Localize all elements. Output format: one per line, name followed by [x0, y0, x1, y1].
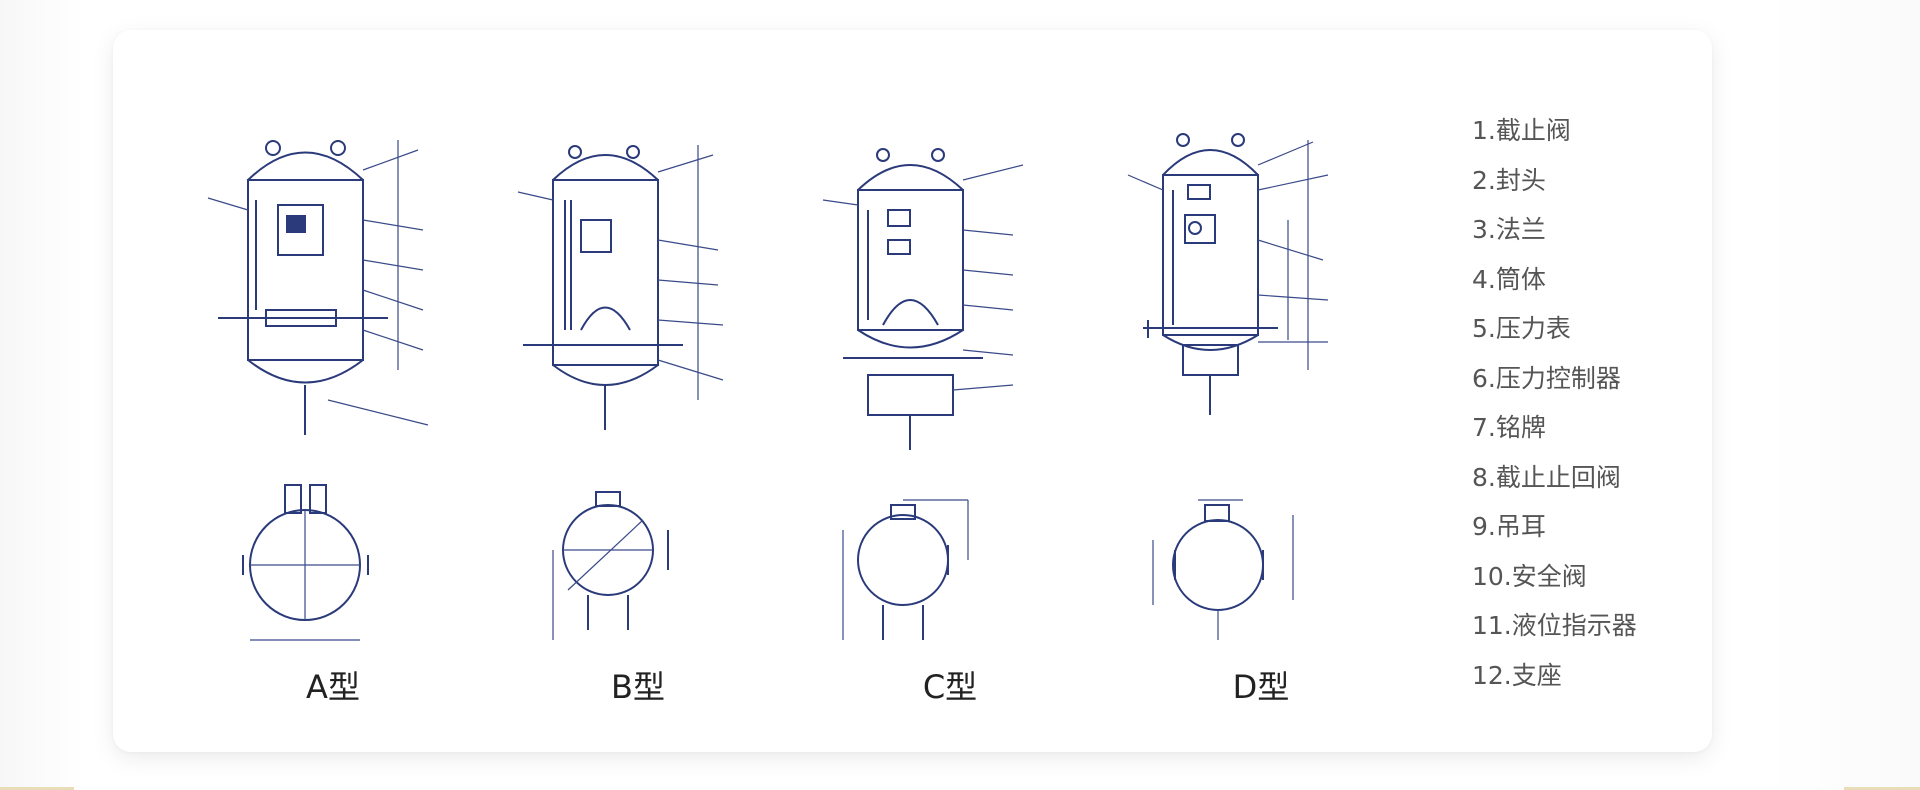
legend-item: 5.压力表 — [1472, 314, 1571, 343]
tank-a-plan — [242, 484, 369, 641]
tank-drawing-c — [803, 80, 1093, 670]
legend-item: 11.液位指示器 — [1472, 611, 1637, 640]
legend-item: 2.封头 — [1472, 165, 1546, 195]
legend-item: 7.铭牌 — [1472, 413, 1546, 442]
tank-drawing-b — [493, 80, 783, 670]
legend-item: 12.支座 — [1472, 660, 1562, 690]
right-margin-band — [1770, 0, 1920, 790]
diagram-card: A型 — [113, 30, 1712, 752]
bottom-accent-left — [0, 787, 74, 790]
legend-item: 10.安全阀 — [1472, 561, 1587, 591]
left-margin-band — [0, 0, 84, 790]
tank-a-schematic — [207, 140, 429, 641]
tank-drawing-d — [1113, 80, 1403, 670]
component-legend: 1.截止阀 2.封头 3.法兰 4.筒体 5.压力表 6.压力控制器 7.铭牌 … — [1472, 106, 1702, 700]
tank-b-elevation — [517, 145, 724, 430]
legend-item: 3.法兰 — [1472, 215, 1546, 244]
tank-d-plan — [1152, 499, 1294, 640]
legend-item: 6.压力控制器 — [1472, 363, 1621, 393]
type-label-d: D型 — [1232, 668, 1290, 706]
tank-a-elevation — [207, 140, 429, 435]
type-label-c: C型 — [922, 668, 978, 706]
legend-item: 9.吊耳 — [1472, 512, 1546, 541]
tank-drawing-a — [188, 80, 478, 670]
bottom-accent-right — [1844, 787, 1920, 790]
legend-item: 4.筒体 — [1472, 264, 1546, 294]
tank-d-schematic — [1127, 133, 1329, 640]
legend-item: 1.截止阀 — [1472, 116, 1571, 145]
type-label-a: A型 — [306, 668, 360, 706]
tank-d-elevation — [1127, 133, 1329, 415]
legend-item: 8.截止止回阀 — [1472, 462, 1621, 492]
tank-c-schematic — [822, 148, 1024, 640]
tank-b-schematic — [517, 145, 724, 640]
tank-c-plan — [842, 499, 969, 640]
type-label-b: B型 — [611, 668, 665, 706]
tank-b-plan — [552, 491, 669, 640]
tank-c-elevation — [822, 148, 1024, 450]
